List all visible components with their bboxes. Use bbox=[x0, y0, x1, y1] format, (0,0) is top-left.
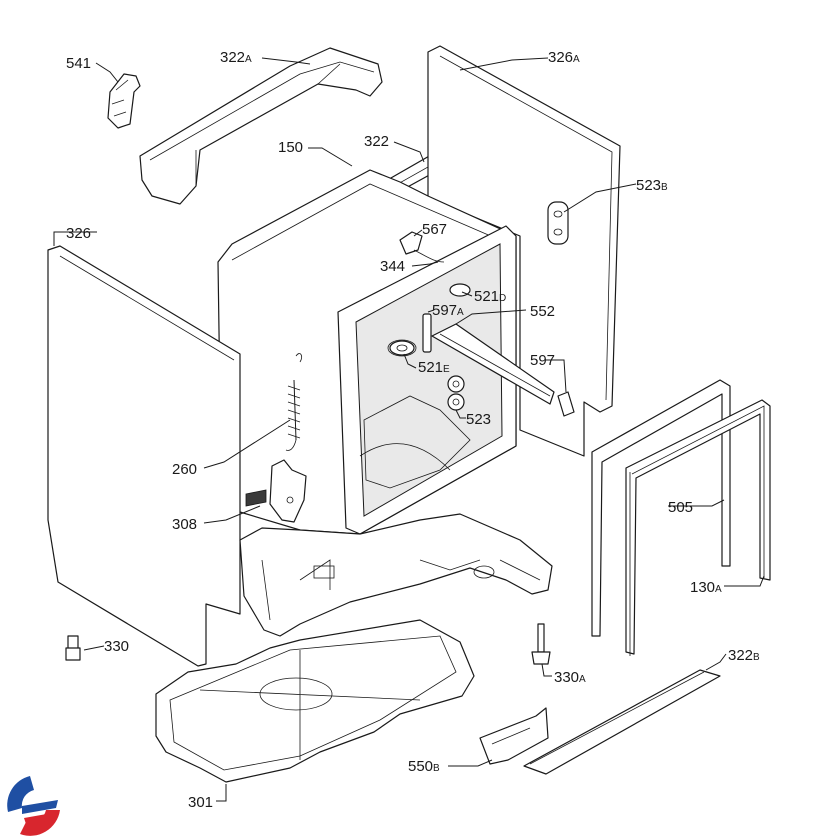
label-505: 505 bbox=[668, 499, 693, 516]
part-344-strap bbox=[413, 249, 445, 263]
label-322a: 322A bbox=[220, 49, 252, 66]
label-344: 344 bbox=[380, 258, 405, 275]
leader-lines bbox=[53, 57, 765, 802]
label-523b: 523B bbox=[636, 177, 668, 194]
part-541-clip bbox=[107, 73, 141, 129]
label-330a: 330A bbox=[554, 669, 586, 686]
part-521e-washer bbox=[389, 340, 415, 356]
label-326a: 326A bbox=[548, 49, 580, 66]
part-330a-foot bbox=[531, 623, 551, 665]
part-301-tray bbox=[155, 619, 475, 783]
label-521e: 521E bbox=[418, 359, 450, 376]
part-308-hinge bbox=[245, 459, 307, 523]
part-260-spring bbox=[285, 353, 303, 451]
callout-labels: 541 322A 326A 150 322 523B 326 567 344 5… bbox=[66, 49, 760, 811]
logo-blue-arc bbox=[7, 776, 35, 812]
brand-logo bbox=[7, 776, 60, 836]
label-322b: 322B bbox=[728, 647, 760, 664]
label-130a: 130A bbox=[690, 579, 722, 596]
part-130a-seal bbox=[625, 399, 771, 656]
part-523-fittings bbox=[447, 375, 465, 411]
part-330-foot bbox=[65, 635, 81, 661]
label-322: 322 bbox=[364, 133, 389, 150]
label-260: 260 bbox=[172, 461, 197, 478]
label-330: 330 bbox=[104, 638, 129, 655]
label-523: 523 bbox=[466, 411, 491, 428]
part-base-frame bbox=[239, 513, 553, 637]
label-541: 541 bbox=[66, 55, 91, 72]
label-308: 308 bbox=[172, 516, 197, 533]
label-550b: 550B bbox=[408, 758, 440, 775]
part-597-clip bbox=[557, 391, 575, 417]
label-150: 150 bbox=[278, 139, 303, 156]
part-322a-top-rail bbox=[139, 47, 383, 205]
part-505-seal bbox=[591, 379, 731, 637]
part-326-side-panel bbox=[47, 245, 241, 667]
label-521d: 521D bbox=[474, 288, 506, 305]
part-550b-bracket bbox=[479, 707, 549, 765]
label-567: 567 bbox=[422, 221, 447, 238]
part-597a-clip bbox=[422, 313, 432, 353]
part-150-tub bbox=[217, 169, 517, 535]
label-597a: 597A bbox=[432, 302, 464, 319]
label-326: 326 bbox=[66, 225, 91, 242]
part-326a-side-panel bbox=[427, 45, 621, 457]
part-552-rail bbox=[431, 323, 555, 405]
label-552: 552 bbox=[530, 303, 555, 320]
part-322b-strip bbox=[523, 669, 721, 775]
part-567-bracket bbox=[399, 231, 423, 255]
label-597: 597 bbox=[530, 352, 555, 369]
label-301: 301 bbox=[188, 794, 213, 811]
